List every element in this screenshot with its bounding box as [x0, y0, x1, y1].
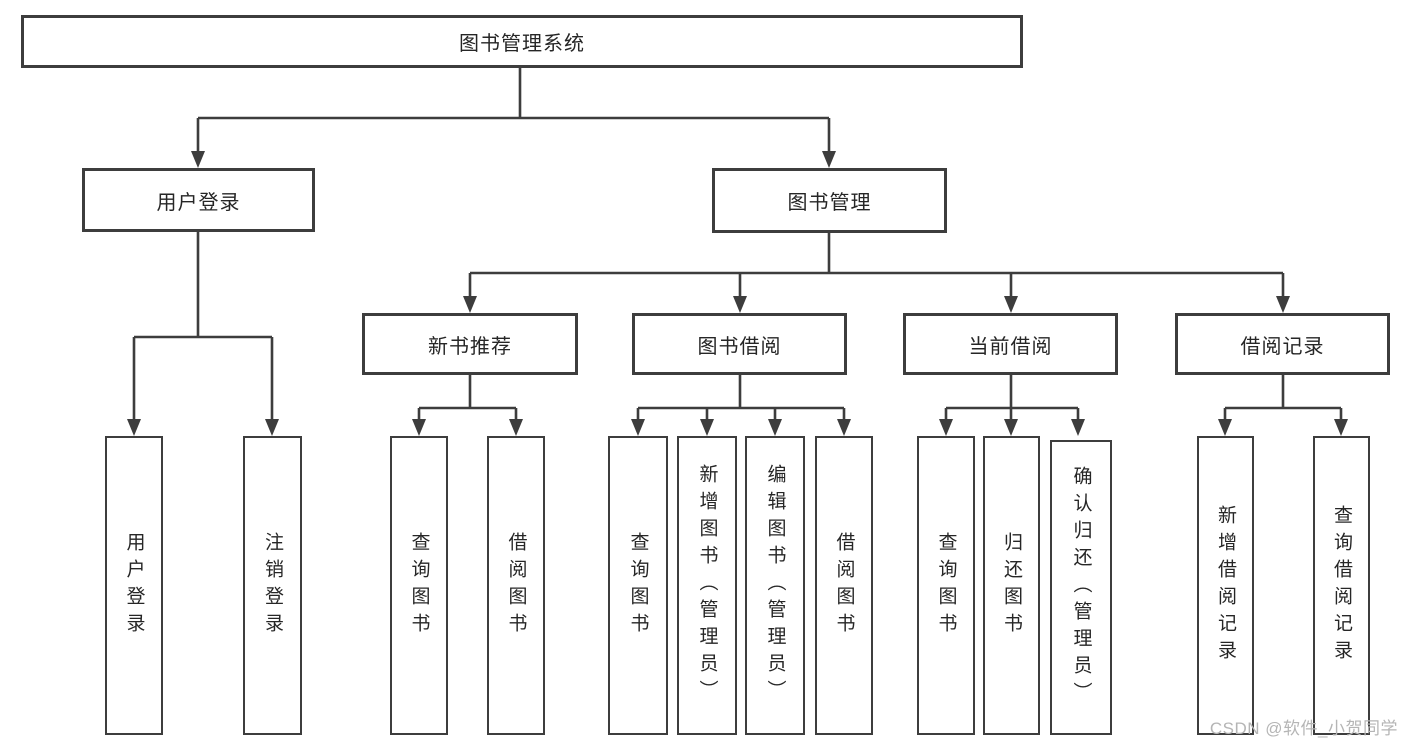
node-root-system: 图书管理系统: [21, 15, 1023, 68]
leaf-confirm-return-admin-label: 确认归还（管理员）: [1070, 466, 1092, 709]
leaf-borrow-books-recommend-label: 借阅图书: [505, 531, 527, 640]
node-book-borrow-label: 图书借阅: [697, 335, 782, 358]
arrowheads: [127, 151, 1348, 436]
leaf-query-books-borrow: 查询图书: [608, 436, 668, 735]
node-borrow-record-label: 借阅记录: [1240, 335, 1325, 358]
leaf-return-books-label: 归还图书: [1001, 531, 1022, 640]
leaf-query-books-borrow-label: 查询图书: [627, 531, 649, 640]
leaf-edit-book-admin: 编辑图书（管理员）: [745, 436, 805, 735]
leaf-query-borrow-record: 查询借阅记录: [1313, 436, 1370, 735]
leaf-query-books-recommend: 查询图书: [390, 436, 448, 735]
node-root-label: 图书管理系统: [459, 33, 585, 55]
node-new-book-recommend-label: 新书推荐: [428, 335, 512, 358]
leaf-edit-book-admin-label: 编辑图书（管理员）: [764, 464, 786, 707]
leaf-add-borrow-record-label: 新增借阅记录: [1215, 504, 1236, 667]
leaf-user-login-label: 用户登录: [123, 531, 145, 640]
node-book-borrow: 图书借阅: [632, 313, 847, 375]
node-current-borrow-label: 当前借阅: [968, 335, 1053, 358]
leaf-confirm-return-admin: 确认归还（管理员）: [1050, 440, 1112, 735]
leaf-borrow-books-recommend: 借阅图书: [487, 436, 545, 735]
node-user-login-label: 用户登录: [156, 191, 241, 214]
node-user-login: 用户登录: [82, 168, 315, 232]
leaf-borrow-books-label: 借阅图书: [833, 531, 855, 640]
leaf-query-books-current: 查询图书: [917, 436, 975, 735]
leaf-return-books: 归还图书: [983, 436, 1040, 735]
leaf-logout-label: 注销登录: [262, 531, 283, 640]
leaf-query-books-current-label: 查询图书: [935, 531, 957, 640]
leaf-logout: 注销登录: [243, 436, 302, 735]
leaf-add-book-admin-label: 新增图书（管理员）: [696, 464, 718, 707]
node-current-borrow: 当前借阅: [903, 313, 1118, 375]
leaf-query-borrow-record-label: 查询借阅记录: [1331, 504, 1352, 667]
leaf-add-book-admin: 新增图书（管理员）: [677, 436, 737, 735]
node-new-book-recommend: 新书推荐: [362, 313, 578, 375]
leaf-borrow-books: 借阅图书: [815, 436, 873, 735]
node-book-management: 图书管理: [712, 168, 947, 233]
node-book-management-label: 图书管理: [787, 192, 872, 214]
node-borrow-record: 借阅记录: [1175, 313, 1390, 375]
leaf-user-login: 用户登录: [105, 436, 163, 735]
leaf-add-borrow-record: 新增借阅记录: [1197, 436, 1254, 735]
leaf-query-books-recommend-label: 查询图书: [408, 531, 430, 640]
csdn-watermark: CSDN @软件_小贺同学: [1209, 719, 1398, 738]
